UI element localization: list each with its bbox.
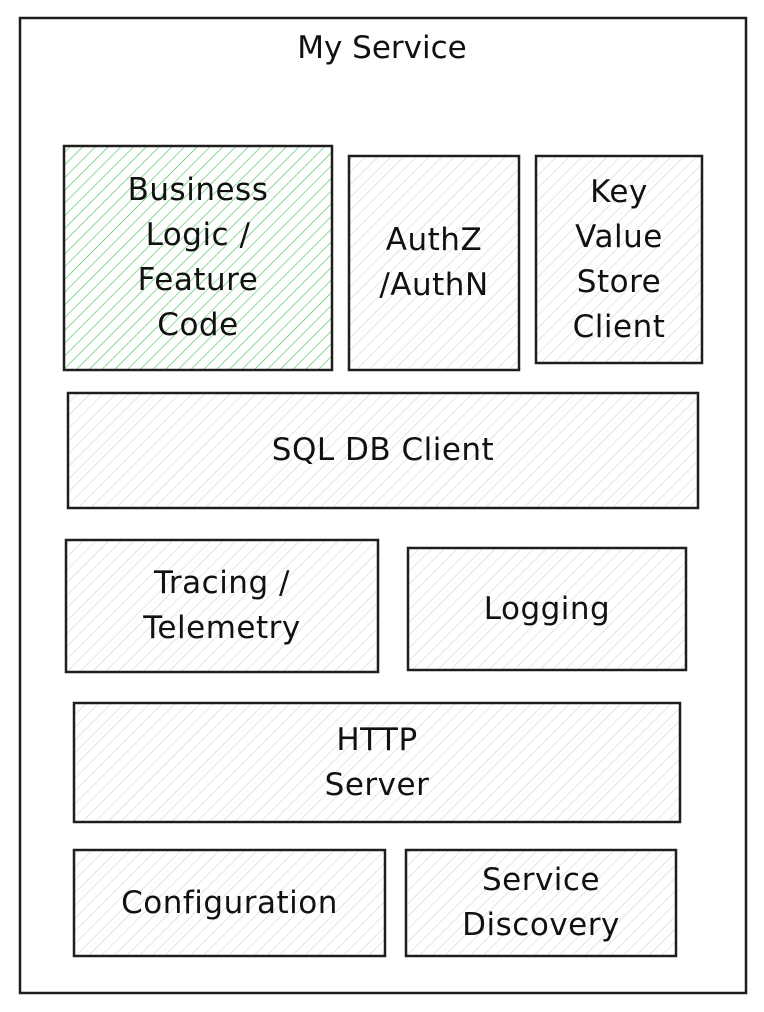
sql-db-box <box>66 391 700 510</box>
diagram-title: My Service <box>297 30 467 66</box>
logging-box <box>406 546 688 672</box>
sql-db-label: SQL DB Client <box>271 432 495 468</box>
configuration-label: Configuration <box>121 884 338 921</box>
tracing-label: Tracing / Telemetry <box>143 565 301 646</box>
auth-box <box>347 154 521 372</box>
configuration-box <box>72 848 387 958</box>
service-discovery-label: Service Discovery <box>462 862 620 943</box>
service-discovery-box <box>404 848 678 958</box>
http-server-box <box>72 701 682 824</box>
kv-store-label: Key Value Store Client <box>572 173 666 345</box>
business-logic-label: Business Logic / Feature Code <box>127 172 269 343</box>
http-server-label: HTTP Server <box>324 721 430 803</box>
auth-label: AuthZ /AuthN <box>379 222 489 303</box>
business-logic-box <box>62 144 334 372</box>
service-boundary <box>18 16 748 995</box>
kv-store-box <box>534 154 704 365</box>
logging-label: Logging <box>483 590 611 627</box>
tracing-box <box>64 538 380 674</box>
